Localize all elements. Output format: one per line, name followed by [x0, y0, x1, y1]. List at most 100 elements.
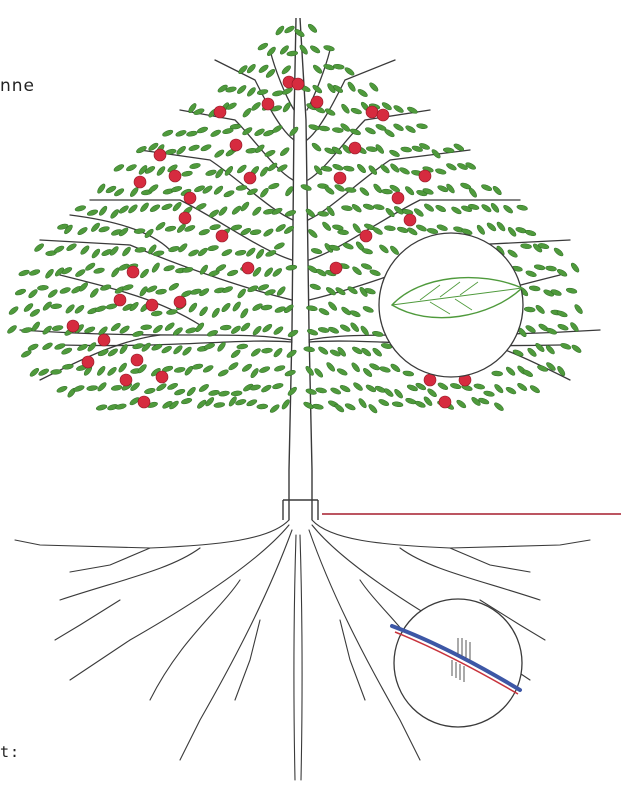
leaf — [231, 205, 242, 216]
apple — [214, 106, 226, 118]
leaf — [6, 324, 18, 335]
leaf — [309, 283, 321, 291]
leaf — [372, 183, 383, 194]
apple — [134, 176, 146, 188]
leaf — [284, 369, 296, 377]
leaf — [389, 245, 400, 256]
leaf — [364, 126, 376, 135]
leaf — [321, 166, 333, 172]
apple — [392, 192, 404, 204]
leaf — [156, 165, 167, 177]
leaf — [402, 370, 414, 377]
leaf — [481, 183, 493, 192]
leaf — [246, 398, 258, 407]
leaf — [368, 81, 379, 92]
leaf — [257, 42, 269, 52]
leaf — [492, 185, 503, 196]
leaf — [168, 282, 180, 292]
leaf — [344, 402, 356, 411]
leaf — [534, 264, 546, 271]
leaf — [340, 103, 351, 115]
leaf — [29, 308, 41, 318]
leaf — [162, 129, 174, 138]
leaf — [152, 324, 164, 334]
leaf — [240, 227, 252, 236]
leaf — [351, 203, 363, 214]
leaf — [406, 226, 418, 236]
leaf — [231, 301, 241, 313]
leaf — [189, 162, 201, 169]
leaf — [86, 385, 98, 391]
leaf — [98, 226, 110, 233]
leaf — [213, 185, 224, 196]
leaf — [566, 287, 578, 294]
leaf — [486, 221, 497, 232]
leaf — [106, 366, 117, 377]
leaf — [372, 226, 384, 236]
apple — [174, 296, 186, 308]
leaf — [423, 202, 435, 212]
leaf — [79, 244, 90, 255]
apple — [439, 396, 451, 408]
apple — [292, 78, 304, 90]
leaf — [220, 302, 231, 313]
leaf — [493, 383, 504, 394]
leaf — [192, 363, 204, 370]
leaf — [251, 206, 262, 217]
leaf — [265, 249, 277, 258]
apple — [330, 262, 342, 274]
leaf — [186, 130, 198, 137]
leaf — [263, 267, 274, 278]
apple — [419, 170, 431, 182]
leaf — [115, 403, 127, 410]
leaf — [573, 303, 584, 315]
leaf — [282, 101, 292, 113]
leaf — [98, 205, 108, 217]
leaf — [161, 345, 173, 355]
leaf — [524, 307, 535, 313]
leaf — [188, 249, 200, 258]
leaf — [139, 268, 150, 279]
apple — [262, 98, 274, 110]
apple — [131, 354, 143, 366]
leaf — [373, 204, 385, 211]
leaf — [414, 400, 426, 409]
leaf — [276, 285, 287, 296]
apple — [98, 334, 110, 346]
apple — [360, 230, 372, 242]
apple — [138, 396, 150, 408]
leaf — [512, 349, 524, 358]
leaf — [174, 388, 186, 396]
leaf — [287, 386, 298, 397]
leaf — [96, 365, 107, 377]
leaf — [357, 88, 369, 98]
leaf — [50, 369, 61, 375]
leaf — [96, 183, 106, 195]
leaf — [356, 163, 367, 174]
leaf — [247, 284, 259, 293]
leaf — [96, 404, 108, 411]
leaf — [87, 209, 99, 217]
leaf — [520, 243, 532, 249]
leaf — [279, 146, 290, 157]
leaf — [245, 247, 256, 258]
leaf — [272, 347, 283, 358]
leaf — [300, 183, 312, 191]
leaf — [381, 189, 392, 195]
leaf — [205, 169, 217, 177]
leaf — [372, 330, 384, 337]
leaf — [257, 89, 269, 96]
leaf — [390, 363, 402, 374]
leaf — [149, 203, 161, 213]
leaf — [341, 205, 353, 211]
leaf — [93, 267, 105, 274]
apple — [424, 374, 436, 386]
leaf — [261, 323, 273, 334]
leaf — [148, 183, 160, 193]
leaf — [526, 347, 537, 358]
leaf — [399, 166, 411, 175]
leaf — [274, 25, 285, 36]
leaf — [86, 341, 97, 352]
leaf — [556, 310, 568, 319]
leaf — [165, 225, 177, 232]
